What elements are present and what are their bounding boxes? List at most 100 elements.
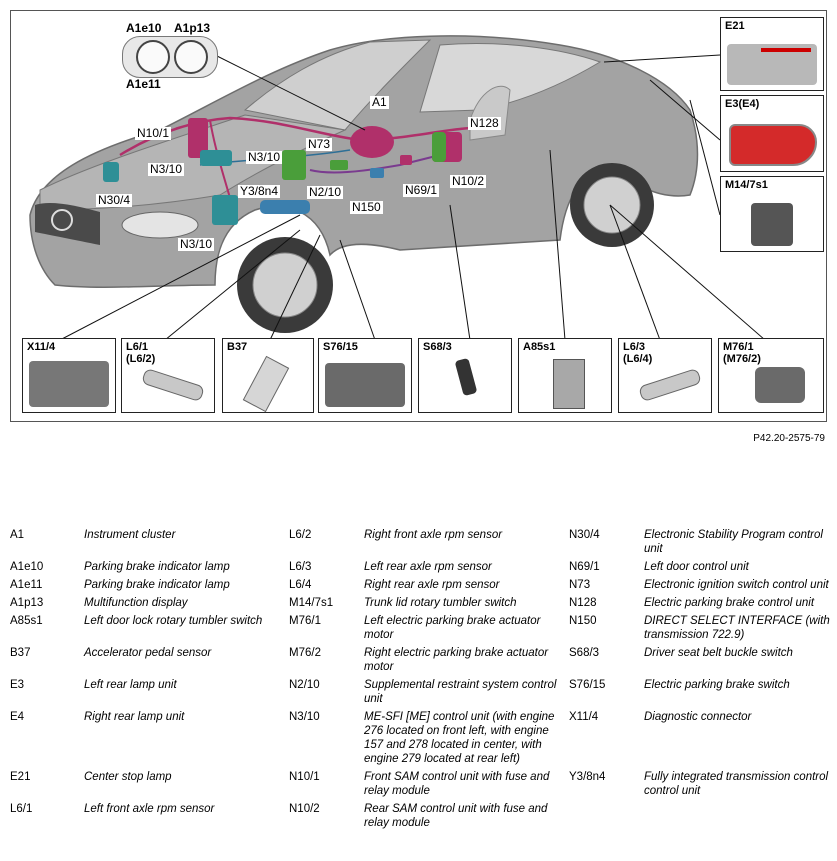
inset-label-l6-1: L6/1 (L6/2) [126,341,156,365]
inset-label-x11-4: X11/4 [27,341,56,353]
callout-n3-10-left: N3/10 [178,237,215,251]
legend-description: Electric parking brake switch [644,679,790,691]
seat-belt-buckle-image [454,357,478,397]
n69-1-unit [400,155,412,165]
legend-description: Right rear axle rpm sensor [364,579,500,591]
legend-description: Diagnostic connector [644,711,752,723]
speedometer-dial [174,40,208,74]
legend-code: L6/4 [289,579,312,591]
legend-description: Multifunction display [84,597,188,609]
inset-l6-1: L6/1 (L6/2) [121,338,215,413]
inset-l6-3: L6/3 (L6/4) [618,338,712,413]
inset-label-s76-15: S76/15 [323,341,358,353]
legend-description: Driver seat belt buckle switch [644,647,793,659]
legend-code: M14/7s1 [289,597,334,609]
legend-code: N150 [569,615,597,627]
legend-description: Left rear axle rpm sensor [364,561,492,573]
legend-description: Left electric parking brake actuator mot… [364,615,541,641]
legend-code: N10/1 [289,771,320,783]
n3-10-unit-front [200,150,232,166]
legend-description: Center stop lamp [84,771,172,783]
parking-brake-switch-image [325,363,405,407]
callout-n3-10-front: N3/10 [148,162,185,176]
legend-code: A85s1 [10,615,43,627]
legend-code: E21 [10,771,31,783]
legend-description: Left door control unit [644,561,749,573]
rpm-sensor-image [141,367,205,403]
legend-description: Supplemental restraint system control un… [364,679,557,705]
legend-code [569,802,644,834]
legend-code: X11/4 [569,711,599,723]
n10-1-unit [188,118,208,158]
inset-a85s1: A85s1 [518,338,612,413]
callout-n150: N150 [350,200,383,214]
center-stop-lamp-image [761,48,811,52]
legend-description: Left front axle rpm sensor [84,803,215,815]
legend-code: S68/3 [569,647,600,659]
n150-unit [370,168,384,178]
inset-label-m76-1: M76/1 (M76/2) [723,341,761,365]
legend-code: N2/10 [289,679,320,691]
inset-m14-7s1: M14/7s1 [720,176,824,252]
inset-label-e21: E21 [725,20,745,32]
legend-code: N10/2 [289,803,320,815]
legend-code: Y3/8n4 [569,771,606,783]
inset-label-l6-3: L6/3 (L6/4) [623,341,653,365]
door-lock-image [553,359,585,409]
legend-code: M76/1 [289,615,321,627]
star-emblem [51,209,73,231]
inset-s68-3: S68/3 [418,338,512,413]
headlamp [121,211,199,239]
legend-description: Parking brake indicator lamp [84,561,230,573]
legend-code: N69/1 [569,561,600,573]
legend-description: ME-SFI [ME] control unit (with engine 27… [364,711,555,765]
legend-description: Electric parking brake control unit [644,597,815,609]
grille [35,202,100,245]
n3-10-unit-left [212,195,238,225]
legend-code: L6/1 [10,803,33,815]
legend-code: L6/2 [289,529,312,541]
legend-description: Rear SAM control unit with fuse and rela… [364,803,548,829]
legend-code: N3/10 [289,711,320,723]
tumbler-switch-image [751,203,793,246]
callout-a1: A1 [370,95,389,109]
legend-code: N30/4 [569,529,600,541]
figure-id: P42.20-2575-79 [753,433,825,444]
legend-description: Left door lock rotary tumbler switch [84,615,263,627]
legend-description: Right front axle rpm sensor [364,529,503,541]
inset-e3-e4: E3(E4) [720,95,824,172]
inset-label-e3-e4: E3(E4) [725,98,760,110]
accelerator-pedal-image [242,355,290,413]
n2-10-unit [330,160,348,170]
callout-a1p13: A1p13 [172,21,213,35]
legend-description: Accelerator pedal sensor [84,647,212,659]
inset-s76-15: S76/15 [318,338,412,413]
callout-a1e11: A1e11 [124,77,163,91]
legend-description [644,802,837,834]
y3-8n4-unit [260,200,310,214]
callout-n10-2: N10/2 [450,174,487,188]
legend-description: Parking brake indicator lamp [84,579,230,591]
callout-n30-4: N30/4 [96,193,133,207]
legend-code: S76/15 [569,679,606,691]
windshield [243,39,432,131]
legend-description: Trunk lid rotary tumbler switch [364,597,517,609]
a1-cluster-unit [350,126,394,158]
legend-code: E3 [10,679,25,691]
leader-lines [59,54,766,341]
callout-n2-10: N2/10 [307,185,344,199]
legend-description: Electronic Stability Program control uni… [644,529,823,555]
callout-n73: N73 [306,137,333,151]
callout-n69-1: N69/1 [403,183,440,197]
callout-n128: N128 [468,116,501,130]
legend-code: M76/2 [289,647,321,659]
inset-e21: E21 [720,17,824,91]
